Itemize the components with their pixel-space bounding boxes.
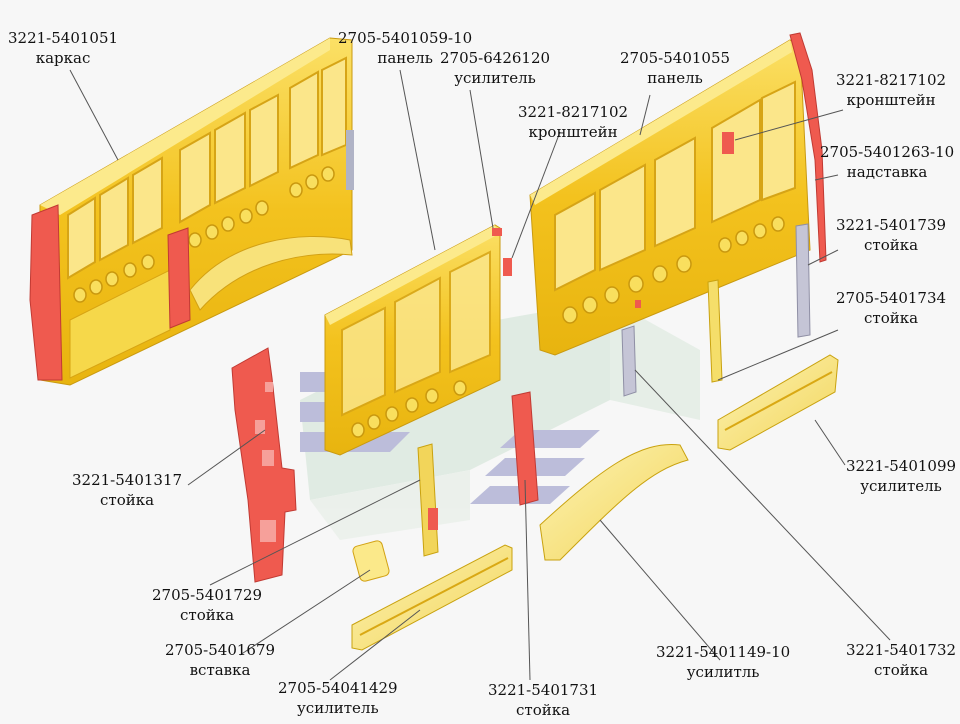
- frame-karkas: [29, 37, 354, 386]
- panel-2705-5401059-10: [324, 224, 501, 456]
- part-name: кронштейн: [528, 123, 618, 141]
- part-number: 2705-5401263-10: [820, 143, 955, 161]
- panel-2705-5401055: [529, 39, 811, 356]
- label-kronshtein-2: 3221-8217102 кронштейн: [836, 70, 946, 110]
- part-number: 3221-5401739: [836, 216, 947, 234]
- part-number: 3221-5401099: [846, 457, 957, 475]
- part-name: стойка: [100, 491, 155, 509]
- label-stoika-6: 3221-5401732 стойка: [846, 640, 956, 680]
- label-usilitl: 3221-5401149-10 усилитль: [656, 642, 790, 682]
- label-nadstavka: 2705-5401263-10 надставка: [820, 142, 954, 182]
- label-stoika-2: 2705-5401734 стойка: [836, 288, 946, 328]
- reinforcement-3221-5401099: [717, 354, 839, 451]
- part-number: 3221-5401317: [72, 471, 183, 489]
- label-panel-2: 2705-5401055 панель: [620, 48, 730, 88]
- part-number: 3221-5401731: [488, 681, 599, 699]
- wheel-arch-reinforcement: [539, 443, 689, 561]
- bracket-small: [492, 228, 502, 236]
- label-stoika-5: 3221-5401731 стойка: [488, 680, 598, 720]
- leader-lines: [69, 69, 891, 681]
- part-name: кронштейн: [846, 91, 936, 109]
- part-name: вставка: [189, 661, 251, 679]
- part-name: стойка: [180, 606, 235, 624]
- part-number: 3221-5401051: [8, 29, 119, 47]
- part-number: 3221-8217102: [836, 71, 947, 89]
- label-stoika-3: 3221-5401317 стойка: [72, 470, 182, 510]
- part-name: стойка: [864, 236, 919, 254]
- part-number: 3221-5401732: [846, 641, 957, 659]
- label-stoika-1: 3221-5401739 стойка: [836, 215, 946, 255]
- part-number: 2705-54041429: [278, 679, 398, 697]
- post-2705-5401734: [707, 279, 723, 383]
- part-name: панель: [377, 49, 433, 67]
- insert-vstavka: [352, 540, 390, 582]
- part-name: усилитель: [454, 69, 536, 87]
- label-vstavka: 2705-5401679 вставка: [165, 640, 275, 680]
- label-stoika-4: 2705-5401729 стойка: [152, 585, 262, 625]
- part-number: 3221-5401149-10: [656, 643, 791, 661]
- part-number: 2705-5401729: [152, 586, 263, 604]
- part-number: 2705-6426120: [440, 49, 551, 67]
- part-number: 2705-5401734: [836, 289, 947, 307]
- label-kronshtein-1: 3221-8217102 кронштейн: [518, 102, 628, 142]
- part-number: 2705-5401679: [165, 641, 276, 659]
- part-name: стойка: [516, 701, 571, 719]
- part-name: стойка: [864, 309, 919, 327]
- part-name: панель: [647, 69, 703, 87]
- part-name: надставка: [846, 163, 928, 181]
- part-name: каркас: [35, 49, 91, 67]
- part-number: 2705-5401055: [620, 49, 731, 67]
- reinforcement-small: [503, 258, 512, 276]
- post-3221-5401731: [511, 391, 539, 506]
- part-number: 3221-8217102: [518, 103, 629, 121]
- label-usilitel-1: 2705-6426120 усилитель: [440, 48, 550, 88]
- label-panel-1: 2705-5401059-10 панель: [338, 28, 472, 68]
- extension-nadstavka: [789, 32, 827, 263]
- part-name: усилитль: [686, 663, 760, 681]
- part-name: усилитель: [296, 699, 379, 717]
- label-karkas: 3221-5401051 каркас: [8, 28, 118, 68]
- post-3221-5401739: [795, 223, 811, 338]
- label-usilitel-2: 3221-5401099 усилитель: [846, 456, 956, 496]
- part-number: 2705-5401059-10: [338, 29, 473, 47]
- label-usilitel-3: 2705-54041429 усилитель: [278, 678, 398, 718]
- part-name: усилитель: [860, 477, 942, 495]
- post-3221-5401732: [621, 325, 637, 397]
- part-name: стойка: [874, 661, 929, 679]
